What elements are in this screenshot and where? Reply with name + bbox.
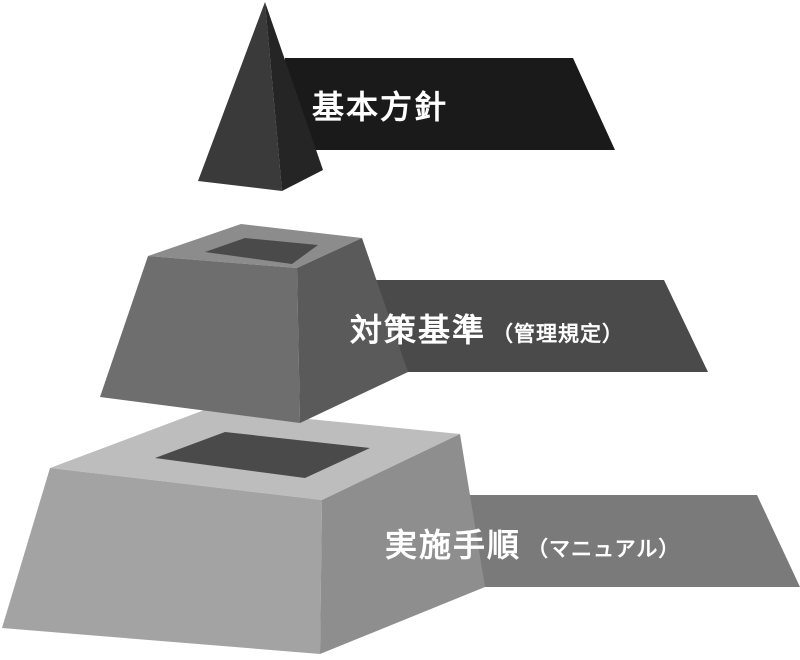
tier-bottom-sublabel: （マニュアル） bbox=[527, 537, 680, 561]
tier-middle-label: 対策基準 bbox=[350, 311, 486, 349]
tier-bottom: 実施手順（マニュアル） bbox=[2, 409, 800, 654]
tier-middle-front-face bbox=[100, 256, 300, 423]
tier-bottom-label-group: 実施手順（マニュアル） bbox=[385, 526, 680, 564]
tier-top-label: 基本方針 bbox=[312, 88, 448, 126]
tier-middle-sublabel: （管理規定） bbox=[492, 322, 624, 346]
tier-top-front-face bbox=[198, 2, 282, 191]
tier-middle-hole bbox=[205, 238, 318, 264]
tier-middle: 対策基準（管理規定） bbox=[100, 224, 708, 423]
tier-bottom-hole bbox=[155, 432, 370, 478]
tier-middle-label-group: 対策基準（管理規定） bbox=[350, 311, 624, 349]
tier-top-banner bbox=[285, 58, 615, 150]
tier-bottom-side-face bbox=[320, 434, 485, 654]
tier-top-side-face bbox=[265, 2, 323, 191]
tier-bottom-front-face bbox=[2, 468, 322, 654]
tier-top: 基本方針 bbox=[198, 2, 615, 191]
tier-bottom-banner bbox=[420, 495, 800, 587]
tier-bottom-label: 実施手順 bbox=[385, 526, 521, 564]
tier-middle-side-face bbox=[297, 238, 408, 423]
tier-middle-banner bbox=[360, 280, 708, 372]
tier-top-label-group: 基本方針 bbox=[312, 88, 448, 126]
